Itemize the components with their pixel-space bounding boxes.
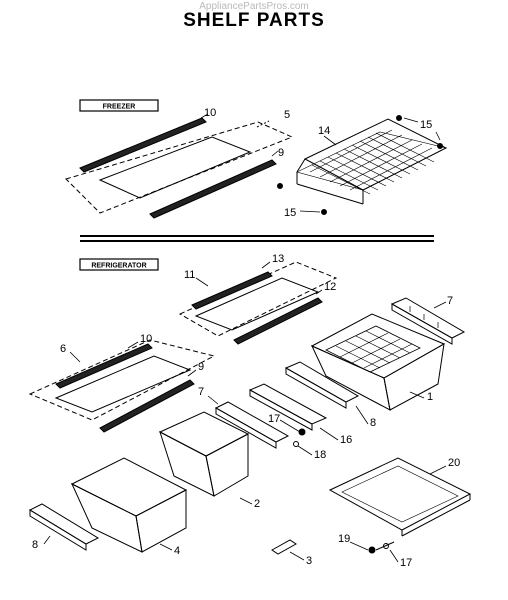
- callout-16: 16: [340, 434, 352, 446]
- screw-pair-mid: [293, 428, 306, 447]
- refrigerator-label-box: REFRIGERATOR: [79, 258, 159, 271]
- callout-7-right: 7: [447, 295, 453, 307]
- crisper-drawer-4: [70, 457, 188, 553]
- svg-text:REFRIGERATOR: REFRIGERATOR: [91, 263, 146, 270]
- callout-10-fridge: 10: [140, 333, 152, 345]
- rail-bottom-left: [28, 503, 100, 551]
- section-divider: [80, 235, 434, 242]
- rail-16: [248, 383, 328, 431]
- freezer-leaders: [200, 113, 441, 213]
- callout-13: 13: [272, 253, 284, 265]
- callout-6: 6: [60, 343, 66, 355]
- callout-10-freezer: 10: [204, 107, 216, 119]
- callout-9-fridge: 9: [198, 361, 204, 373]
- callout-15-top: 15: [420, 119, 432, 131]
- callout-4: 4: [174, 545, 180, 557]
- crisper-drawer-2: [158, 411, 250, 497]
- freezer-wire-shelf: [277, 115, 448, 215]
- svg-text:FREEZER: FREEZER: [103, 104, 136, 111]
- callout-2: 2: [254, 498, 260, 510]
- rail-mid: [284, 361, 360, 409]
- callout-17-bottom: 17: [400, 557, 412, 569]
- callout-14: 14: [318, 125, 330, 137]
- crisper-cover: [328, 457, 472, 537]
- callout-7-left: 7: [198, 386, 204, 398]
- callout-1: 1: [427, 391, 433, 403]
- rail-left: [214, 401, 290, 449]
- callout-9-freezer: 9: [278, 147, 284, 159]
- callout-11: 11: [184, 269, 195, 281]
- callout-3: 3: [306, 555, 312, 567]
- callout-19: 19: [338, 533, 350, 545]
- watermark: AppliancePartsPros.com: [199, 1, 309, 12]
- freezer-glass-shelf: [65, 117, 294, 219]
- callout-15-bottom: 15: [284, 207, 296, 219]
- screw-pair-bottom: [368, 541, 395, 554]
- callout-20: 20: [448, 457, 460, 469]
- freezer-label-box: FREEZER: [79, 99, 159, 112]
- callout-12: 12: [324, 281, 336, 293]
- page-title: SHELF PARTS: [183, 10, 325, 31]
- callout-17-mid: 17: [268, 413, 280, 425]
- callout-5: 5: [284, 109, 290, 121]
- refrigerator-left-shelf: [28, 339, 216, 433]
- clip-part-3: [271, 539, 297, 555]
- callout-18: 18: [314, 449, 326, 461]
- refrigerator-upper-shelf: [178, 261, 338, 345]
- rail-upper-right: [390, 297, 466, 345]
- refrigerator-leaders: [43, 261, 447, 563]
- callout-8-left: 8: [32, 539, 38, 551]
- callout-8-mid: 8: [370, 417, 376, 429]
- large-crisper-drawer: [310, 313, 446, 411]
